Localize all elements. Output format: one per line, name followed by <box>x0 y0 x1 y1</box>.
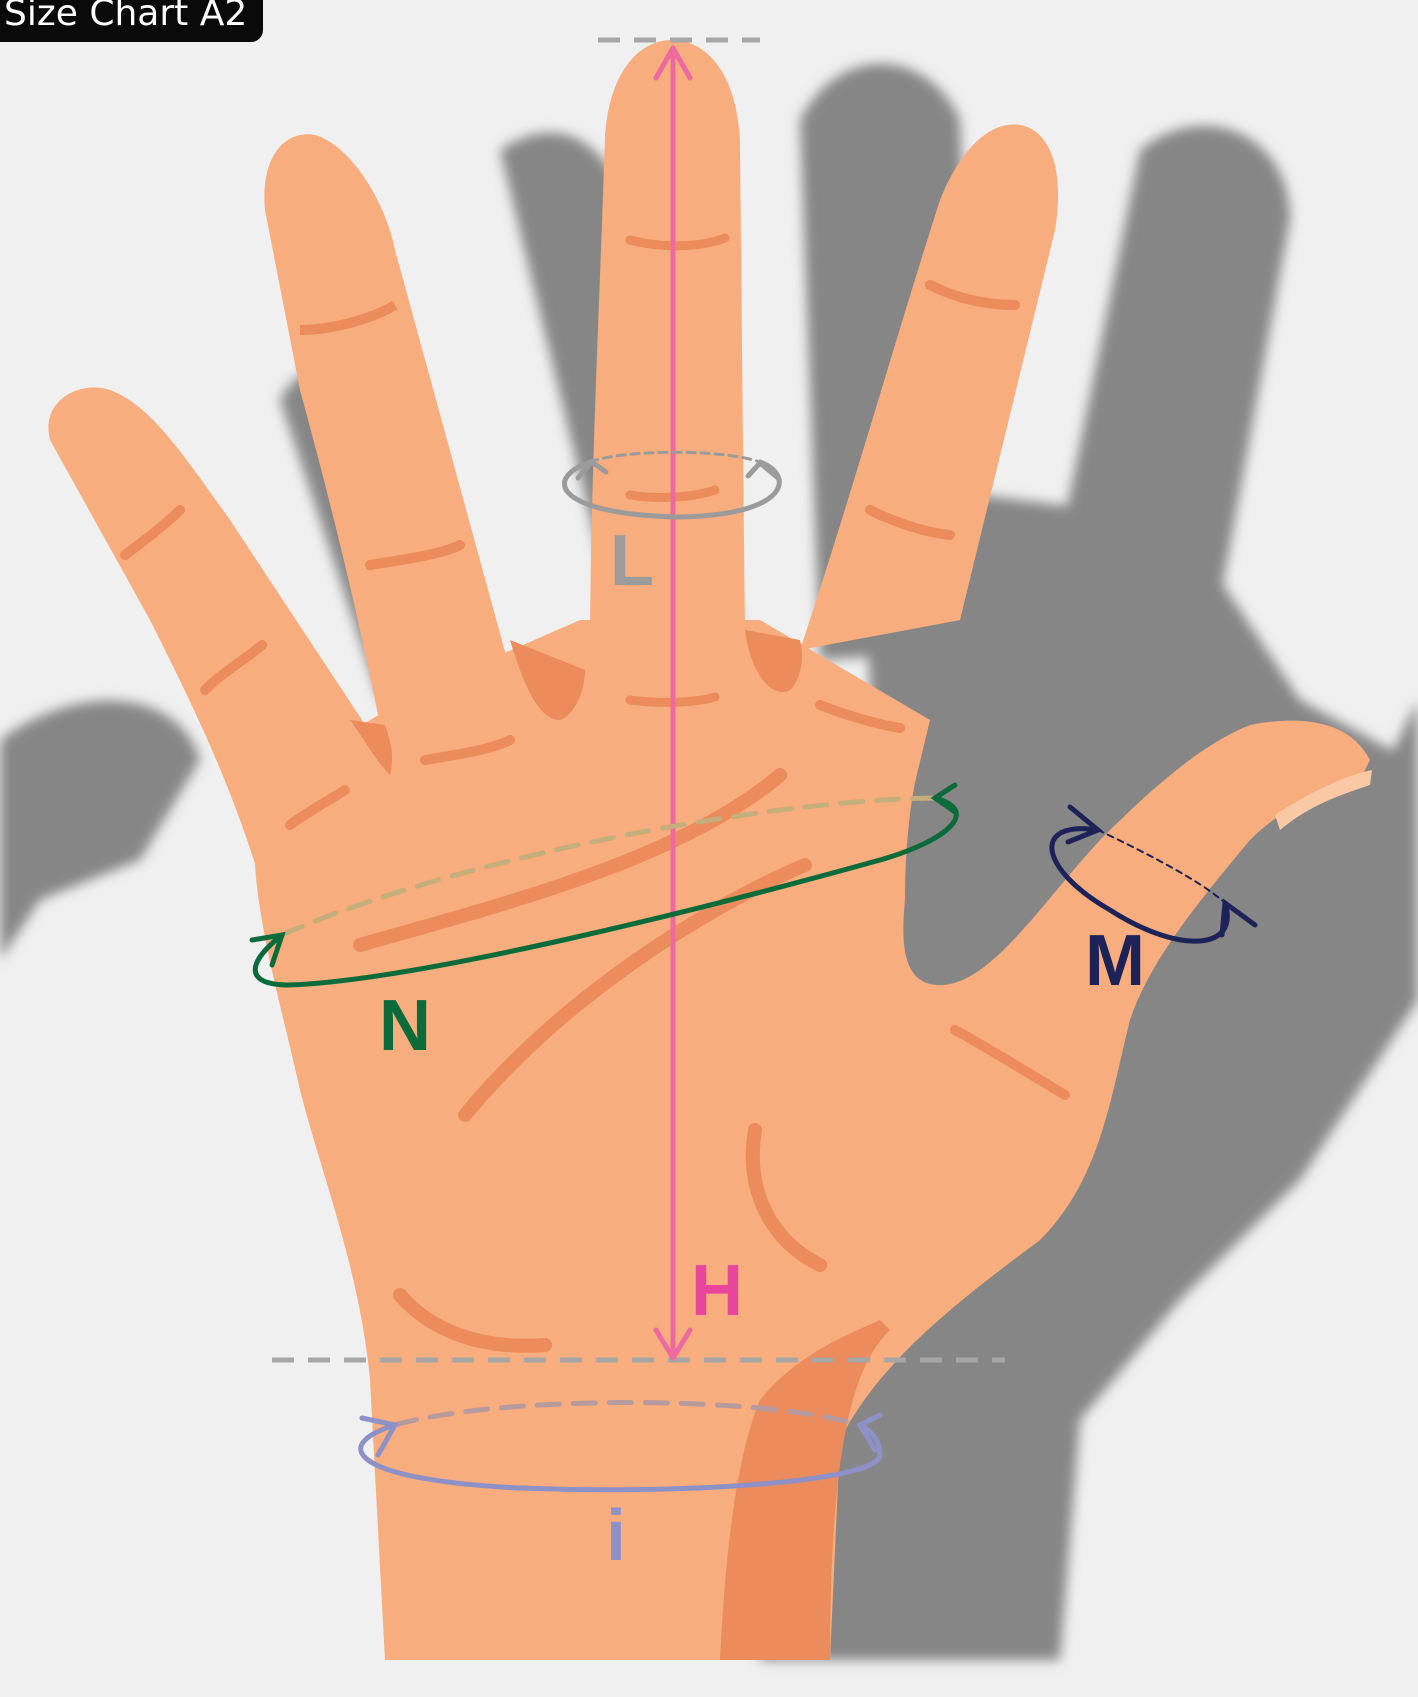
label-i: i <box>606 1496 626 1576</box>
label-L: L <box>610 521 654 601</box>
label-H: H <box>691 1251 743 1331</box>
chart-title-badge: Size Chart A2 <box>0 0 263 42</box>
label-M: M <box>1085 921 1145 1001</box>
label-N: N <box>379 986 431 1066</box>
